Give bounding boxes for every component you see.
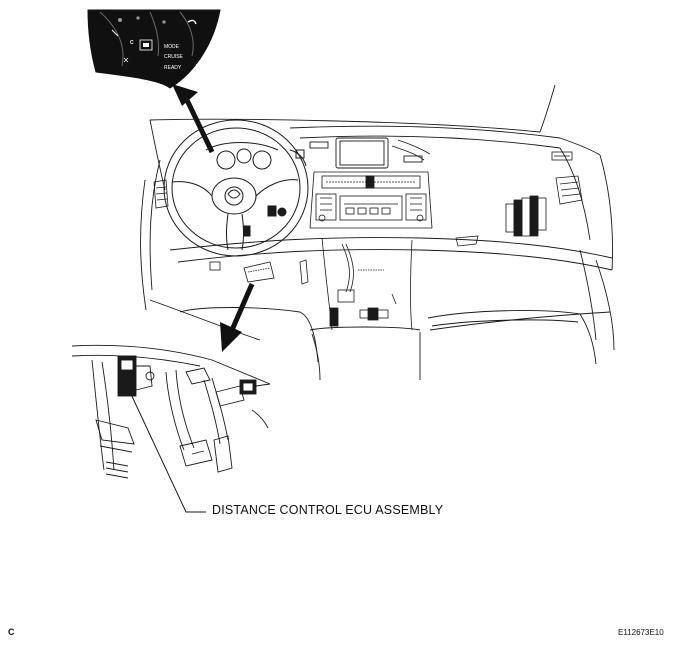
pedals-main-view (209, 259, 309, 285)
section-letter: C (8, 627, 15, 637)
steering-wheel (163, 119, 309, 257)
seats (179, 307, 597, 381)
indicator-c-label: C (130, 40, 134, 46)
right-components (455, 195, 547, 247)
arrow-to-closeup (220, 283, 255, 352)
center-stack (309, 171, 433, 229)
illustration-id: E112673E10 (618, 628, 664, 637)
callout-leader (129, 391, 206, 513)
indicator-mode-label: MODE (164, 44, 180, 50)
nav-display (309, 137, 431, 169)
instrument-cluster-inset: C MODE CRUISE READY (87, 9, 221, 89)
pedal-closeup (71, 344, 271, 479)
indicator-ready-label: READY (164, 65, 182, 71)
ecu-callout-label: DISTANCE CONTROL ECU ASSEMBLY (212, 503, 444, 517)
arrow-to-inset (172, 84, 215, 154)
indicator-cruise-label: CRUISE (164, 54, 184, 60)
right-vent (551, 151, 583, 205)
center-console (321, 237, 413, 331)
left-vent (153, 179, 169, 209)
